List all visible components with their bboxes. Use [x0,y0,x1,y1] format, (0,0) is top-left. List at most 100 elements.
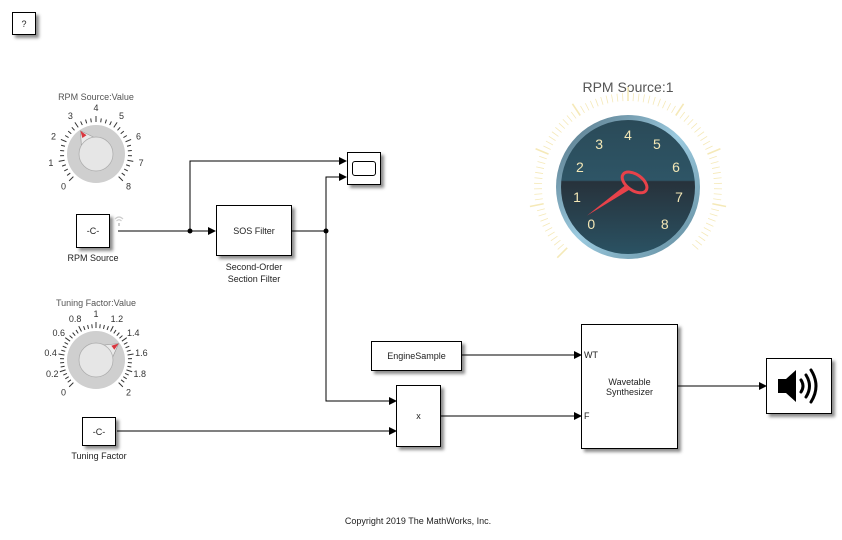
product-block[interactable]: x [396,385,441,447]
gauge-outer-tick [647,95,651,104]
sos-filter-label-line1: Second-Order [225,262,283,272]
gauge-outer-tick [595,98,599,107]
gauge-outer-tick [557,243,564,250]
scope-block[interactable] [347,152,381,185]
knob-face[interactable] [78,342,114,378]
branch-point [323,228,329,234]
wire-sos-to-scope [292,173,347,232]
knob-tick [61,164,67,167]
port-f: F [584,411,590,421]
knob-tick [74,122,79,128]
knob-tick-label: 0.4 [44,348,57,358]
knob-tick [83,326,86,331]
knob-tick [65,376,69,380]
constant-icon: -C- [92,426,106,437]
knob-tick [123,341,128,345]
knob-tick-label: 1.6 [135,348,148,358]
knob-tick-label: 0.6 [53,328,66,338]
knob-tick-label: 3 [68,111,73,121]
help-button[interactable]: ? [12,12,36,35]
gauge-outer-tick [694,127,701,133]
gauge-outer-tick [550,235,558,242]
knob-tick [120,379,125,383]
knob-face[interactable] [78,136,114,172]
knob-tick [118,382,124,388]
knob-tick [60,138,67,143]
gauge-outer-tick [535,147,549,155]
help-button-label: ? [21,18,27,29]
sos-filter-block[interactable]: SOS Filter [216,205,292,256]
gauge-outer-tick [711,166,720,169]
gauge-outer-tick [548,135,556,141]
copyright-text: Copyright 2019 The MathWorks, Inc. [344,516,492,526]
knob-tick [59,369,66,373]
knob-tick [68,382,74,388]
tuning-knob[interactable]: 00.20.40.60.811.21.41.61.82 [44,309,148,406]
tuning-factor-label: Tuning Factor [71,451,127,461]
knob-tick [58,159,65,162]
knob-tick [126,349,131,352]
gauge-outer-tick [642,94,645,103]
sos-filter-text: SOS Filter [233,225,275,236]
rpm-source-block[interactable]: -C- [76,214,110,248]
gauge-outer-tick [705,145,713,150]
knob-tick [116,332,120,336]
gauge-outer-tick [702,140,711,146]
knob-tick [126,144,132,147]
gauge-outer-tick [571,103,581,116]
gauge-outer-tick [712,171,721,174]
gauge-outer-tick [536,208,545,212]
gauge-outer-tick [540,217,549,222]
wireless-icon [114,216,124,226]
gauge-outer-tick [707,217,716,222]
knob-tick [127,353,134,356]
tuning-factor-block[interactable]: -C- [82,417,116,446]
gauge-outer-tick [713,193,722,195]
engine-sample-text: EngineSample [387,351,446,361]
gauge-outer-tick [553,239,561,246]
wire-sos-to-product [325,231,397,405]
gauge-outer-tick [538,213,547,217]
knob-tick [118,176,124,182]
gauge-outer-tick [683,115,690,122]
knob-tick [104,119,107,124]
gauge-tick-label: 5 [653,136,661,152]
gauge-outer-tick [707,147,721,155]
knob-tick [119,335,123,339]
constant-icon: -C- [86,226,100,236]
gauge-outer-tick [584,103,590,111]
knob-tick [124,372,129,376]
knob-tick [121,172,126,176]
knob-tick-label: 2 [126,388,131,398]
gauge-outer-tick [675,103,685,116]
gauge-needle [586,184,630,216]
gauge-outer-tick [687,118,694,126]
gauge-tick-label: 8 [661,216,669,232]
audio-device-writer-block[interactable] [766,358,832,414]
wavetable-synthesizer-block[interactable]: Wavetable Synthesizer [581,324,678,449]
engine-sample-block[interactable]: EngineSample [371,341,462,371]
gauge-tick-label: 6 [672,159,680,175]
speaker-icon [778,368,818,404]
gauge-outer-tick [701,231,709,237]
knob-tick-label: 5 [119,111,124,121]
gauge-outer-tick [534,177,543,179]
knob-tick-label: 0 [61,182,66,192]
knob-tick-label: 1 [48,158,53,168]
knob-tick [67,130,72,135]
knob-tick [66,172,71,176]
knob-tick [75,329,79,334]
gauge-needle-hub [620,170,649,195]
knob-tick-label: 0 [61,388,66,398]
scope-icon [352,161,376,176]
gauge-outer-tick [611,94,614,103]
gauge-outer-tick [713,198,722,201]
knob-tick [62,345,67,349]
gauge-outer-tick [712,202,727,208]
knob-tick [78,325,82,332]
gauge-outer-tick [709,213,718,217]
knob-tick [58,353,65,356]
